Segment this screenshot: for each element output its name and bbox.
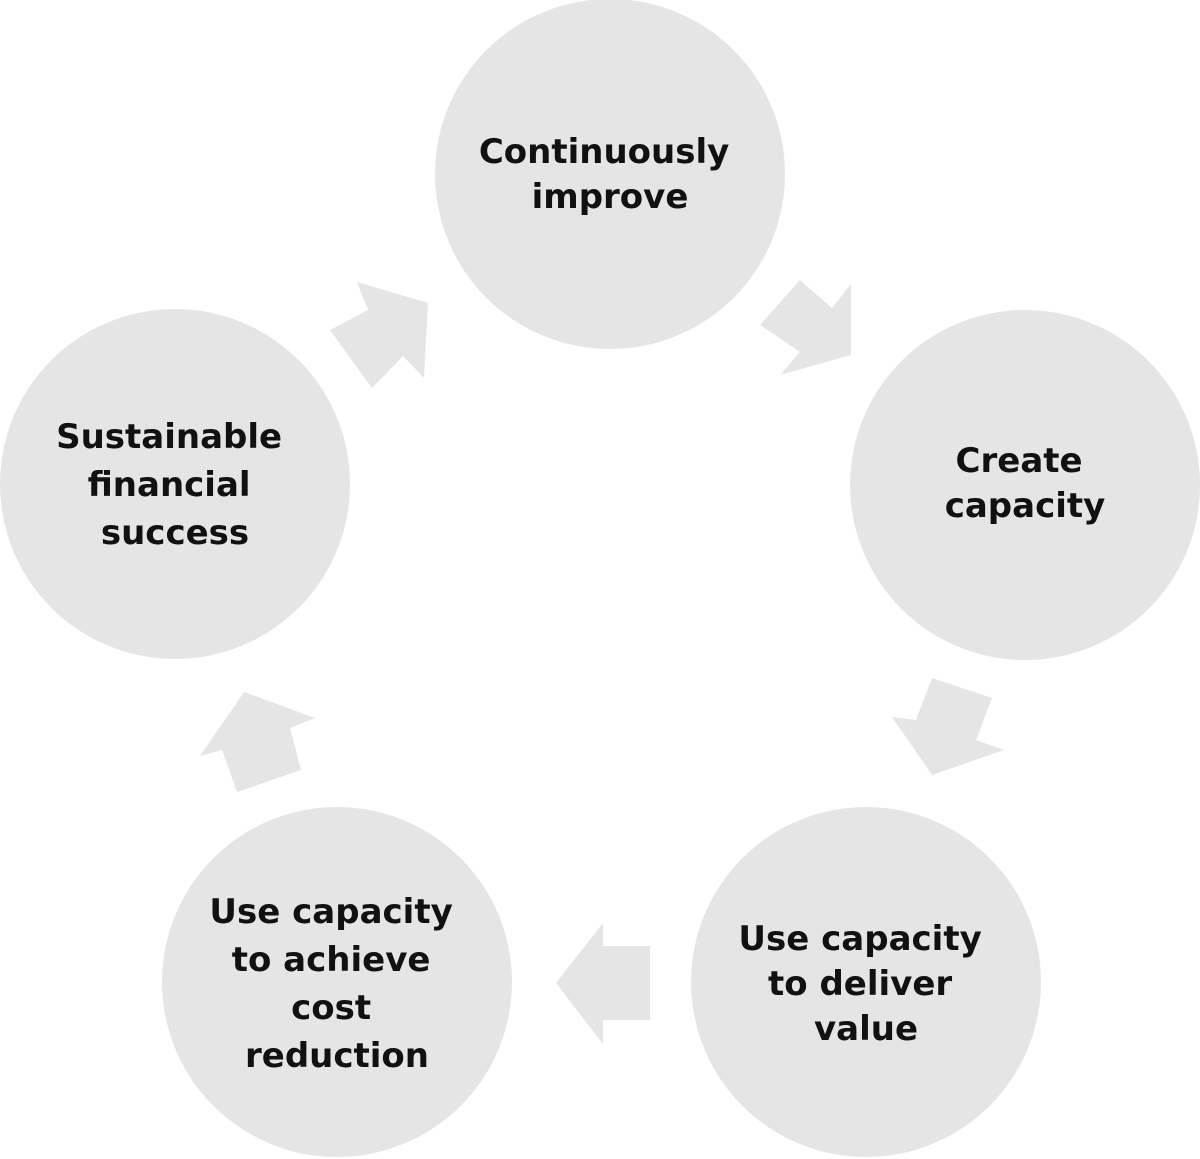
node-label: Sustainable financial success: [56, 417, 294, 553]
arrow-deliver-value-to-cost-reduction-icon: [556, 923, 650, 1044]
node-label: Use capacity to deliver value: [738, 919, 993, 1049]
node-label: Create capacity: [945, 441, 1106, 526]
node-deliver-value: Use capacity to deliver value: [691, 807, 1041, 1157]
node-financial-success: Sustainable financial success: [0, 309, 350, 659]
node-continuously-improve: Continuously improve: [435, 0, 785, 349]
arrow-capacity-to-deliver-value-icon: [892, 678, 1004, 775]
node-label: Continuously improve: [479, 132, 741, 217]
node-label: Use capacity to achieve cost reduction: [209, 892, 464, 1076]
arrow-financial-success-to-improve-icon: [330, 282, 428, 388]
arrow-improve-to-capacity-icon: [760, 280, 851, 375]
arrow-cost-reduction-to-financial-success-icon: [200, 692, 315, 792]
node-cost-reduction: Use capacity to achieve cost reduction: [162, 807, 512, 1157]
node-create-capacity: Create capacity: [850, 310, 1200, 660]
